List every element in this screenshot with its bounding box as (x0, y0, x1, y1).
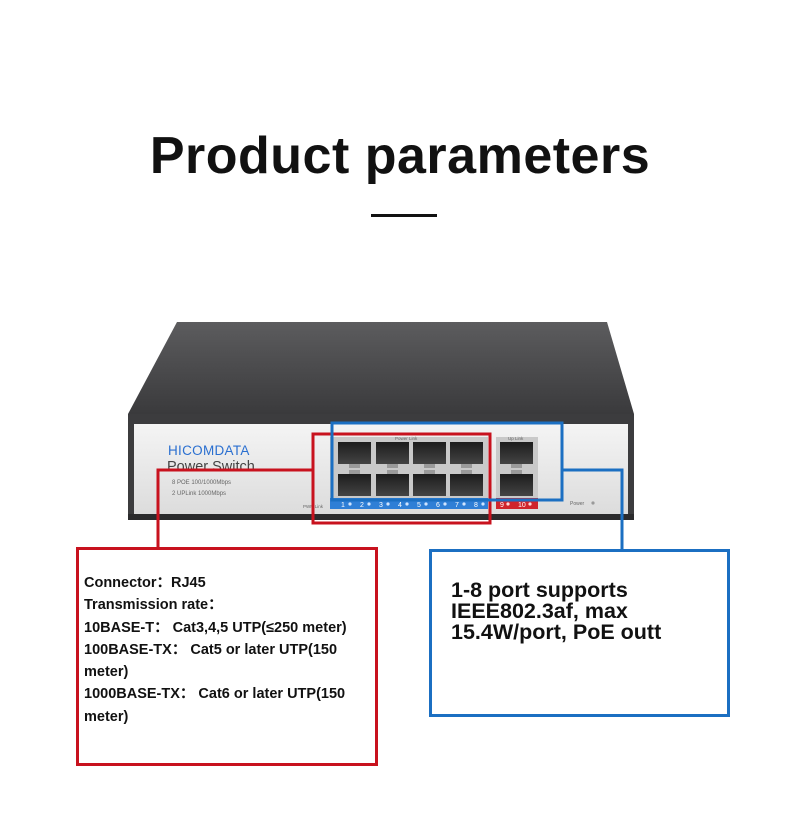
uplink-label: Up Link (508, 436, 524, 441)
spec-line: Transmission rate： (84, 597, 223, 614)
port-number: 7 (455, 502, 459, 509)
spec-line: 100BASE-TX： Cat5 or later UTP(150 meter) (84, 641, 338, 681)
uplink-port (500, 474, 533, 496)
chassis-bottom-lip (128, 514, 634, 520)
rj45-port (338, 442, 371, 464)
rj45-port (413, 442, 446, 464)
spec-line: Connector：RJ45 (84, 575, 206, 591)
power-label: Power (570, 501, 585, 507)
red-highlight-frame (311, 432, 492, 525)
port-number: 3 (379, 502, 383, 509)
poe-feature-callout: 1-8 port supports IEEE802.3af, max 15.4W… (429, 549, 730, 717)
port-number-strip (330, 498, 488, 509)
blue-highlight-frame (330, 421, 564, 502)
page-title: Product parameters (149, 127, 651, 185)
poe-link-label: Power Link (395, 436, 418, 441)
rj45-ports (338, 442, 483, 496)
feature-line: 1-8 port supports (451, 578, 628, 602)
port-number: 6 (436, 502, 440, 509)
brand-logo: HICOMDATA (168, 443, 250, 458)
specs-callout: Connector：RJ45 Transmission rate： 10BASE… (76, 547, 378, 766)
red-callout-line (156, 468, 313, 548)
uplink-number-strip (496, 498, 538, 509)
uplink-number: 10 (518, 502, 526, 509)
feature-line: IEEE802.3af, max (451, 599, 628, 623)
rj45-port (450, 474, 483, 496)
feature-line: 15.4W/port, PoE outt (451, 620, 662, 644)
port-number: 4 (398, 502, 402, 509)
title-underline (371, 214, 437, 217)
port-leds (348, 502, 485, 506)
port-number: 8 (474, 502, 478, 509)
rj45-port (376, 474, 409, 496)
power-led (591, 501, 595, 505)
spec-line: 10BASE-T： Cat3,4,5 UTP(≤250 meter) (84, 619, 347, 636)
spec-line-2: 2 UPLink 1000Mbps (172, 491, 226, 497)
uplink-number: 9 (500, 502, 504, 509)
rj45-port (413, 474, 446, 496)
uplink-port (500, 442, 533, 464)
rj45-port (338, 474, 371, 496)
blue-callout-line (562, 468, 624, 550)
rj45-port (376, 442, 409, 464)
rj45-port (450, 442, 483, 464)
port-number: 2 (360, 502, 364, 509)
chassis-top (128, 322, 634, 414)
spec-line: 1000BASE-TX： Cat6 or later UTP(150 meter… (84, 686, 346, 725)
port-numbers: 1 2 3 4 5 6 7 8 (341, 502, 478, 509)
spec-line-1: 8 POE 100/1000Mbps (172, 480, 231, 486)
port-number: 5 (417, 502, 421, 509)
port-number: 1 (341, 502, 345, 509)
model-name: Power Switch (167, 459, 255, 475)
